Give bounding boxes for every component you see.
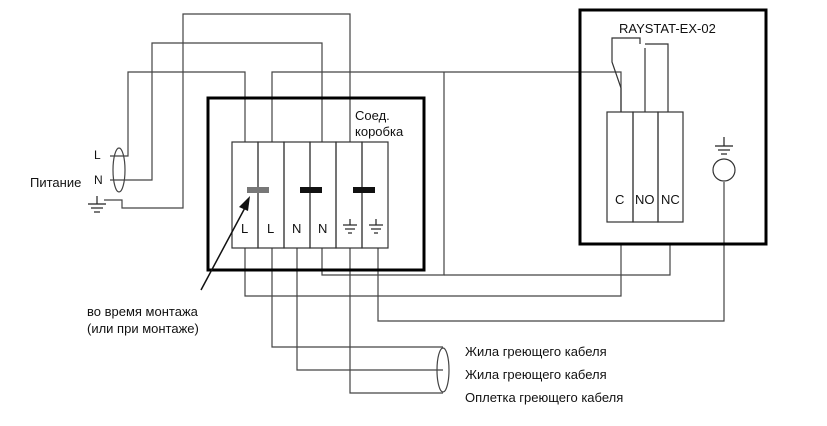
wire-heating-core-2 [296,248,443,371]
install-note-line-1: во время монтажа [87,304,199,319]
terminal-label-1: L [241,221,248,236]
install-arrow-line [200,203,248,291]
bridge-ground [353,187,375,193]
wire-n-return [321,72,445,276]
bridge-l-install [247,187,269,193]
heating-core-2-label: Жила греющего кабеля [465,367,607,382]
junction-box-label-1: Соед. [355,108,390,123]
thermostat-terminal-nc [657,111,684,223]
heating-cable-labels: Жила греющего кабеля Жила греющего кабел… [465,344,623,405]
bridge-n [300,187,322,193]
wire-l-to-c [271,71,622,142]
install-note-line-2: (или при монтаже) [87,321,199,336]
supply-section: L N Питание [30,147,126,213]
supply-n-label: N [94,173,103,187]
terminal-label-4: N [318,221,327,236]
heating-cable-sleeve-icon [436,347,450,393]
wire-supply-n [110,42,323,181]
terminal-6 [361,141,389,249]
thermostat-terminal-no-label: NO [635,192,655,207]
thermostat-terminal-nc-label: NC [661,192,680,207]
terminal-block: L L N N [231,141,389,249]
relay-contact-icon [611,37,669,112]
wire-ground-to-sensor [377,182,725,322]
wire-heating-braid [349,248,443,394]
terminal-label-2: L [267,221,274,236]
heating-braid-label: Оплетка греющего кабеля [465,390,623,405]
wire-heating-core-1 [271,248,443,348]
thermostat-ground-terminal [712,158,736,182]
install-arrow-head-icon [239,196,250,211]
wire-to-nc [444,245,671,276]
thermostat-terminal-c-label: C [615,192,624,207]
wires [104,13,725,394]
thermostat-ground-icon [715,137,733,155]
thermostat-title: RAYSTAT-EX-02 [619,21,716,36]
install-note: во время монтажа (или при монтаже) [87,196,250,336]
wire-supply-ground [104,13,351,209]
supply-ground-icon [88,196,106,213]
heating-core-1-label: Жила греющего кабеля [465,344,607,359]
terminal-5-ground-icon [343,219,357,234]
supply-l-label: L [94,148,101,162]
wire-l-to-c-bottom [244,245,622,297]
thermostat-frame [578,8,768,246]
supply-label: Питание [30,175,81,190]
junction-box-label-2: коробка [355,124,404,139]
terminal-6-ground-icon [369,219,383,234]
supply-cable-sleeve-icon [112,147,126,193]
junction-box-frame [206,96,426,272]
terminal-5 [335,141,363,249]
wire-supply-l [110,71,246,157]
junction-box: Соед. коробка L L N N [206,96,426,272]
terminal-label-3: N [292,221,301,236]
thermostat: RAYSTAT-EX-02 C NO NC [578,8,768,246]
